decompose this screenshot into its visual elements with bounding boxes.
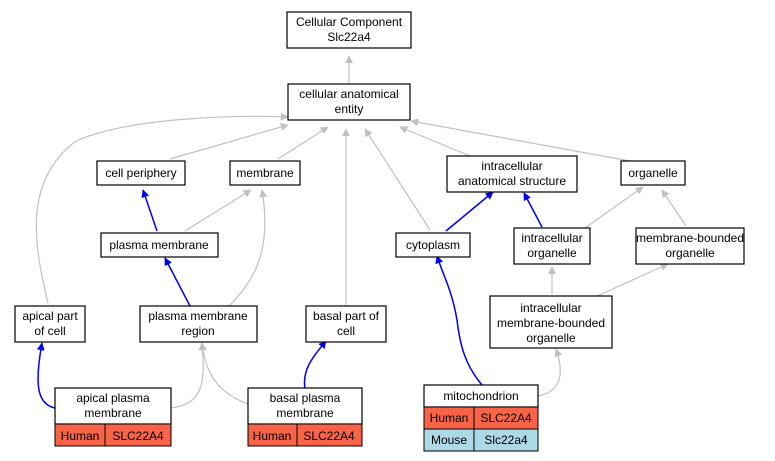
node-mitochondrion-label: mitochondrion bbox=[443, 389, 518, 403]
node-plasma-membrane-region-line2: region bbox=[181, 324, 214, 338]
node-mitochondrion[interactable]: mitochondrion bbox=[423, 384, 539, 408]
edge-cytoplasm-partof-intracellular-structure bbox=[445, 191, 494, 232]
edge-plasma-membrane-partof-cell-periphery bbox=[141, 189, 158, 232]
node-membrane-bounded-organelle-line2: organelle bbox=[665, 246, 715, 260]
node-cellular-anatomical-entity[interactable]: cellular anatomical entity bbox=[287, 83, 411, 121]
node-intracellular-membrane-bounded-organelle[interactable]: intracellular membrane-bounded organelle bbox=[489, 295, 613, 349]
edge-intracellular-structure-to-entity bbox=[399, 126, 471, 157]
node-apical-plasma-membrane-line2: membrane bbox=[84, 406, 142, 420]
edge-intracellular-organelle-partof-intracellular-structure bbox=[523, 192, 543, 228]
node-basal-plasma-membrane-line1: basal plasma bbox=[270, 391, 341, 405]
edge-apical-part-to-entity bbox=[35, 112, 289, 304]
node-intracellular-organelle-line2: organelle bbox=[527, 246, 577, 260]
gene-species-cell: Human bbox=[253, 429, 292, 443]
node-plasma-membrane-region[interactable]: plasma membrane region bbox=[139, 305, 258, 343]
edge-apical-pm-to-pm-region bbox=[170, 342, 207, 409]
node-intracellular-anatomical-structure-line2: anatomical structure bbox=[458, 174, 566, 188]
node-imb-organelle-line2: membrane-bounded bbox=[497, 316, 605, 330]
gene-species-cell: Human bbox=[61, 429, 100, 443]
node-apical-plasma-membrane-line1: apical plasma bbox=[76, 391, 150, 405]
gene-symbol-cell: Slc22a4 bbox=[484, 433, 528, 447]
node-intracellular-anatomical-structure[interactable]: intracellular anatomical structure bbox=[446, 155, 578, 193]
node-basal-plasma-membrane[interactable]: basal plasma membrane bbox=[247, 387, 363, 425]
node-cellular-anatomical-entity-line2: entity bbox=[335, 102, 364, 116]
node-apical-part-of-cell-line2: of cell bbox=[34, 324, 65, 338]
node-imb-organelle-line1: intracellular bbox=[520, 301, 581, 315]
gene-row-mitochondrion-human[interactable]: Human SLC22A4 bbox=[423, 406, 539, 430]
edge-mitochondrion-to-imb-organelle bbox=[537, 348, 563, 397]
gene-row-basal-human[interactable]: Human SLC22A4 bbox=[247, 423, 363, 447]
gene-species-cell: Mouse bbox=[431, 433, 467, 447]
gene-symbol-cell: SLC22A4 bbox=[112, 429, 164, 443]
edge-mitochondrion-partof-cytoplasm bbox=[435, 255, 483, 386]
node-plasma-membrane[interactable]: plasma membrane bbox=[100, 232, 219, 258]
node-apical-plasma-membrane[interactable]: apical plasma membrane bbox=[54, 387, 172, 425]
edge-basal-pm-partof-basal-part bbox=[303, 340, 327, 390]
node-imb-organelle-line3: organelle bbox=[526, 331, 576, 345]
edge-mb-organelle-to-organelle bbox=[661, 189, 687, 227]
node-intracellular-organelle-line1: intracellular bbox=[521, 231, 582, 245]
gene-symbol-cell: SLC22A4 bbox=[303, 429, 355, 443]
edge-pm-region-partof-plasma-membrane bbox=[164, 257, 191, 307]
edge-membrane-to-entity bbox=[277, 126, 329, 160]
edge-basal-pm-to-pm-region bbox=[198, 342, 249, 405]
node-membrane-bounded-organelle-line1: membrane-bounded bbox=[636, 231, 744, 245]
node-membrane[interactable]: membrane bbox=[229, 160, 301, 186]
edge-imb-organelle-to-mb-organelle bbox=[596, 263, 669, 297]
edge-apical-pm-partof-apical-part bbox=[36, 342, 56, 409]
edge-intracellular-organelle-to-organelle bbox=[584, 186, 644, 229]
node-organelle[interactable]: organelle bbox=[620, 160, 686, 186]
node-apical-part-of-cell[interactable]: apical part of cell bbox=[14, 305, 86, 343]
node-plasma-membrane-label: plasma membrane bbox=[109, 238, 209, 252]
gene-row-mitochondrion-mouse[interactable]: Mouse Slc22a4 bbox=[423, 428, 539, 452]
edge-cytoplasm-to-entity bbox=[364, 128, 431, 231]
node-plasma-membrane-region-line1: plasma membrane bbox=[148, 309, 248, 323]
node-root-line2: Slc22a4 bbox=[327, 30, 371, 44]
node-cell-periphery[interactable]: cell periphery bbox=[96, 160, 186, 186]
node-cytoplasm[interactable]: cytoplasm bbox=[395, 232, 471, 258]
gene-symbol-cell: SLC22A4 bbox=[480, 411, 532, 425]
node-apical-part-of-cell-line1: apical part bbox=[22, 309, 78, 323]
edge-plasma-membrane-to-membrane bbox=[184, 189, 252, 232]
edge-cell-periphery-to-entity bbox=[169, 123, 289, 160]
node-cellular-anatomical-entity-line1: cellular anatomical bbox=[299, 87, 398, 101]
edge-pm-region-to-membrane bbox=[228, 189, 268, 307]
node-root[interactable]: Cellular Component Slc22a4 bbox=[286, 11, 412, 49]
node-basal-part-of-cell-line1: basal part of bbox=[313, 309, 380, 323]
node-basal-part-of-cell-line2: cell bbox=[337, 324, 355, 338]
node-intracellular-anatomical-structure-line1: intracellular bbox=[481, 159, 542, 173]
node-intracellular-organelle[interactable]: intracellular organelle bbox=[513, 227, 591, 265]
node-basal-plasma-membrane-line2: membrane bbox=[276, 406, 334, 420]
node-basal-part-of-cell[interactable]: basal part of cell bbox=[305, 305, 387, 343]
node-membrane-label: membrane bbox=[236, 166, 294, 180]
edge-organelle-to-entity bbox=[410, 118, 631, 162]
gene-species-cell: Human bbox=[430, 411, 469, 425]
node-cytoplasm-label: cytoplasm bbox=[406, 238, 460, 252]
node-organelle-label: organelle bbox=[628, 166, 678, 180]
node-membrane-bounded-organelle[interactable]: membrane-bounded organelle bbox=[635, 227, 745, 265]
node-root-line1: Cellular Component bbox=[296, 15, 403, 29]
node-cell-periphery-label: cell periphery bbox=[105, 166, 176, 180]
gene-row-apical-human[interactable]: Human SLC22A4 bbox=[54, 423, 172, 447]
